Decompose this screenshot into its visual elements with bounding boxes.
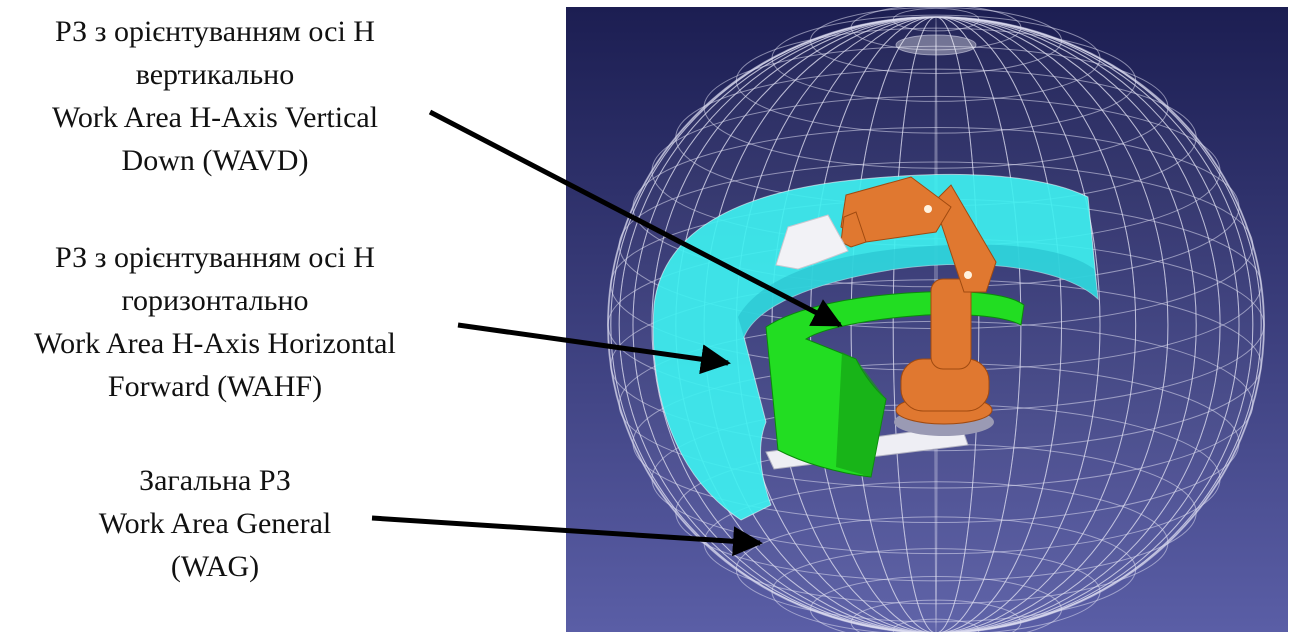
- wag-label-line3: (WAG): [170, 550, 260, 583]
- wavd-label-line3: Work Area H-Axis Vertical: [51, 101, 379, 134]
- wahf-region: [765, 291, 1025, 478]
- wahf-label-line1: РЗ з орієнтуванням осі H: [55, 241, 375, 274]
- workspace-render: [566, 7, 1288, 632]
- wahf-label-line2: горизонтально: [121, 284, 309, 317]
- wag-label-line2: Work Area General: [98, 507, 332, 540]
- robot-arm: [775, 176, 997, 436]
- sphere-top-cap: [895, 34, 977, 56]
- sphere-longitude-line: [610, 16, 1262, 632]
- wavd-label: РЗ з орієнтуванням осі H вертикально Wor…: [0, 10, 430, 182]
- wahf-label: РЗ з орієнтуванням осі H горизонтально W…: [0, 236, 430, 408]
- wahf-label-line3: Work Area H-Axis Horizontal: [34, 327, 396, 360]
- wag-arrow: [371, 515, 763, 557]
- wavd-arrow: [428, 109, 843, 328]
- wag-label: Загальна РЗ Work Area General (WAG): [0, 459, 430, 588]
- wavd-label-line1: РЗ з орієнтуванням осі H: [55, 15, 375, 48]
- wavd-label-line4: Down (WAVD): [121, 144, 309, 177]
- wavd-label-line2: вертикально: [135, 58, 295, 91]
- wahf-arrow: [457, 322, 731, 375]
- wahf-label-line4: Forward (WAHF): [107, 370, 323, 403]
- wag-sphere-mesh: [607, 7, 1265, 632]
- wag-label-line1: Загальна РЗ: [139, 464, 291, 497]
